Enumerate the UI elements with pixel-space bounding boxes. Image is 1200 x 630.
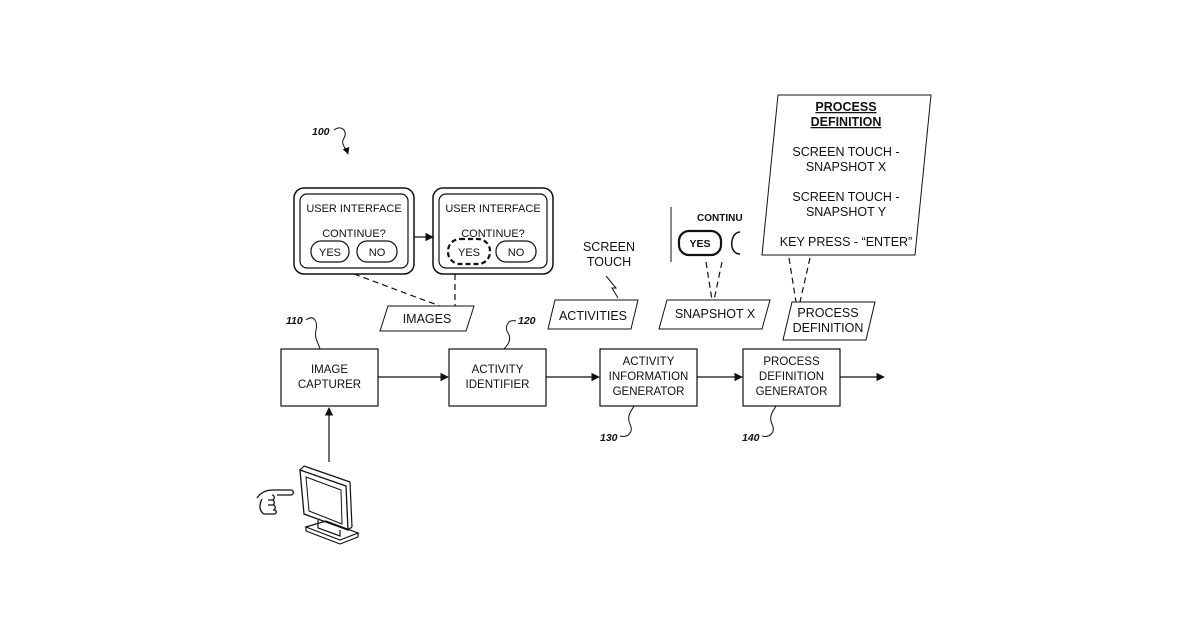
document-entry: SNAPSHOT X — [806, 160, 887, 174]
no-label: NO — [508, 247, 525, 259]
process-definition-line1: PROCESS — [797, 306, 858, 320]
document-title-line2: DEFINITION — [811, 115, 882, 129]
activity-information-generator-block: ACTIVITY INFORMATION GENERATOR 130 — [600, 349, 697, 444]
ui-title: USER INTERFACE — [306, 203, 401, 215]
block-label: INFORMATION — [609, 371, 689, 383]
block-label: GENERATOR — [613, 386, 685, 398]
ui-title: USER INTERFACE — [445, 203, 540, 215]
snapshot-x-data: SNAPSHOT X — [659, 300, 770, 329]
document-entry: KEY PRESS - “ENTER” — [780, 235, 912, 249]
snapshot-yes-label: YES — [689, 238, 710, 250]
images-label: IMAGES — [403, 312, 452, 326]
block-label: PROCESS — [763, 356, 820, 368]
yes-label: YES — [319, 247, 341, 259]
activities-label: ACTIVITIES — [559, 309, 627, 323]
process-definition-line2: DEFINITION — [793, 321, 864, 335]
pointing-hand-icon — [257, 490, 293, 514]
process-definition-document: PROCESS DEFINITION SCREEN TOUCH - SNAPSH… — [762, 95, 931, 255]
block-label: IDENTIFIER — [466, 379, 530, 391]
snapshot-x-image: CONTINU YES — [671, 207, 743, 262]
figure-number: 100 — [312, 126, 330, 138]
screen-touch-line1: SCREEN — [583, 240, 635, 254]
block-reference: 130 — [600, 432, 618, 444]
ui-prompt: CONTINUE? — [322, 228, 386, 240]
monitor-icon — [300, 466, 358, 544]
block-label: CAPTURER — [298, 379, 361, 391]
block-reference: 120 — [518, 315, 536, 327]
activity-identifier-block: ACTIVITY IDENTIFIER 120 — [449, 315, 546, 406]
activities-data: ACTIVITIES — [548, 300, 638, 329]
ui-screen-after: USER INTERFACE CONTINUE? YES NO — [433, 188, 553, 274]
block-reference: 140 — [742, 432, 760, 444]
document-entry: SCREEN TOUCH - — [792, 190, 899, 204]
block-label: DEFINITION — [759, 371, 824, 383]
image-capturer-block: IMAGE CAPTURER 110 — [281, 315, 378, 406]
document-entry: SCREEN TOUCH - — [792, 145, 899, 159]
document-title-line1: PROCESS — [815, 100, 876, 114]
ui-screen-before: USER INTERFACE CONTINUE? YES NO — [294, 188, 414, 274]
block-label: ACTIVITY — [623, 356, 675, 368]
document-entry: SNAPSHOT Y — [806, 205, 887, 219]
images-data: IMAGES — [380, 306, 474, 331]
snapshot-title: CONTINU — [697, 213, 743, 224]
screen-touch-line2: TOUCH — [587, 255, 631, 269]
process-definition-data: PROCESS DEFINITION — [783, 302, 875, 340]
yes-label: YES — [458, 247, 480, 259]
block-label: IMAGE — [311, 364, 348, 376]
block-label: ACTIVITY — [472, 364, 524, 376]
process-definition-generator-block: PROCESS DEFINITION GENERATOR 140 — [742, 349, 840, 444]
block-reference: 110 — [286, 315, 303, 327]
screen-touch-note: SCREEN TOUCH — [583, 240, 635, 298]
snapshot-x-label: SNAPSHOT X — [675, 307, 756, 321]
block-label: GENERATOR — [756, 386, 828, 398]
no-label: NO — [369, 247, 386, 259]
figure-reference: 100 — [312, 126, 348, 154]
